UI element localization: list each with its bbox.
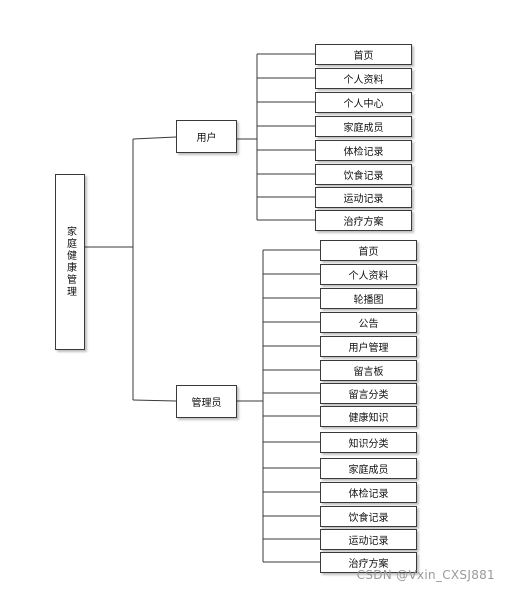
admin-item: 首页 bbox=[320, 240, 417, 261]
admin-item-label: 轮播图 bbox=[353, 295, 384, 306]
user-role-label: 用户 bbox=[196, 133, 217, 144]
user-item: 家庭成员 bbox=[315, 116, 412, 137]
admin-item: 治疗方案 bbox=[320, 552, 417, 573]
admin-item-label: 个人资料 bbox=[348, 271, 389, 282]
admin-role-node: 管理员 bbox=[176, 385, 237, 418]
admin-item-label: 公告 bbox=[358, 319, 379, 330]
admin-item-label: 健康知识 bbox=[348, 413, 389, 424]
admin-item-label: 家庭成员 bbox=[348, 465, 389, 476]
admin-item-label: 首页 bbox=[358, 247, 379, 258]
user-item-label: 体检记录 bbox=[343, 147, 384, 158]
admin-item-label: 用户管理 bbox=[348, 343, 389, 354]
user-item: 个人资料 bbox=[315, 68, 412, 89]
admin-item-label: 体检记录 bbox=[348, 489, 389, 500]
admin-item-label: 留言分类 bbox=[348, 390, 389, 401]
admin-item-label: 留言板 bbox=[353, 367, 384, 378]
user-item-label: 运动记录 bbox=[343, 194, 384, 205]
admin-item: 用户管理 bbox=[320, 336, 417, 357]
user-item-label: 饮食记录 bbox=[343, 171, 384, 182]
root-label: 家庭健康管理 bbox=[64, 226, 76, 298]
user-connector bbox=[132, 136, 177, 140]
admin-item-label: 饮食记录 bbox=[348, 513, 389, 524]
admin-item: 个人资料 bbox=[320, 264, 417, 285]
user-item-label: 个人资料 bbox=[343, 75, 384, 86]
watermark-text: CSDN @Vxin_CXSJ881 bbox=[356, 568, 495, 582]
user-role-node: 用户 bbox=[176, 120, 237, 153]
admin-item: 健康知识 bbox=[320, 406, 417, 427]
user-item: 体检记录 bbox=[315, 140, 412, 161]
user-item-label: 治疗方案 bbox=[343, 217, 384, 228]
admin-role-label: 管理员 bbox=[191, 398, 222, 409]
admin-item: 公告 bbox=[320, 312, 417, 333]
admin-item: 留言分类 bbox=[320, 383, 417, 404]
user-item-label: 个人中心 bbox=[343, 99, 384, 110]
root-node: 家庭健康管理 bbox=[55, 174, 85, 350]
user-item: 饮食记录 bbox=[315, 164, 412, 185]
admin-item: 体检记录 bbox=[320, 482, 417, 503]
user-item: 运动记录 bbox=[315, 187, 412, 208]
admin-item-label: 知识分类 bbox=[348, 439, 389, 450]
admin-connector bbox=[132, 399, 177, 402]
user-item-label: 家庭成员 bbox=[343, 123, 384, 134]
admin-item: 留言板 bbox=[320, 360, 417, 381]
admin-item-label: 治疗方案 bbox=[348, 559, 389, 570]
admin-item: 饮食记录 bbox=[320, 506, 417, 527]
admin-item-label: 运动记录 bbox=[348, 536, 389, 547]
admin-item: 轮播图 bbox=[320, 288, 417, 309]
admin-item: 家庭成员 bbox=[320, 458, 417, 479]
user-item: 个人中心 bbox=[315, 92, 412, 113]
user-item-label: 首页 bbox=[353, 51, 374, 62]
admin-item: 运动记录 bbox=[320, 529, 417, 550]
admin-item: 知识分类 bbox=[320, 432, 417, 453]
user-item: 首页 bbox=[315, 44, 412, 65]
user-item: 治疗方案 bbox=[315, 210, 412, 231]
